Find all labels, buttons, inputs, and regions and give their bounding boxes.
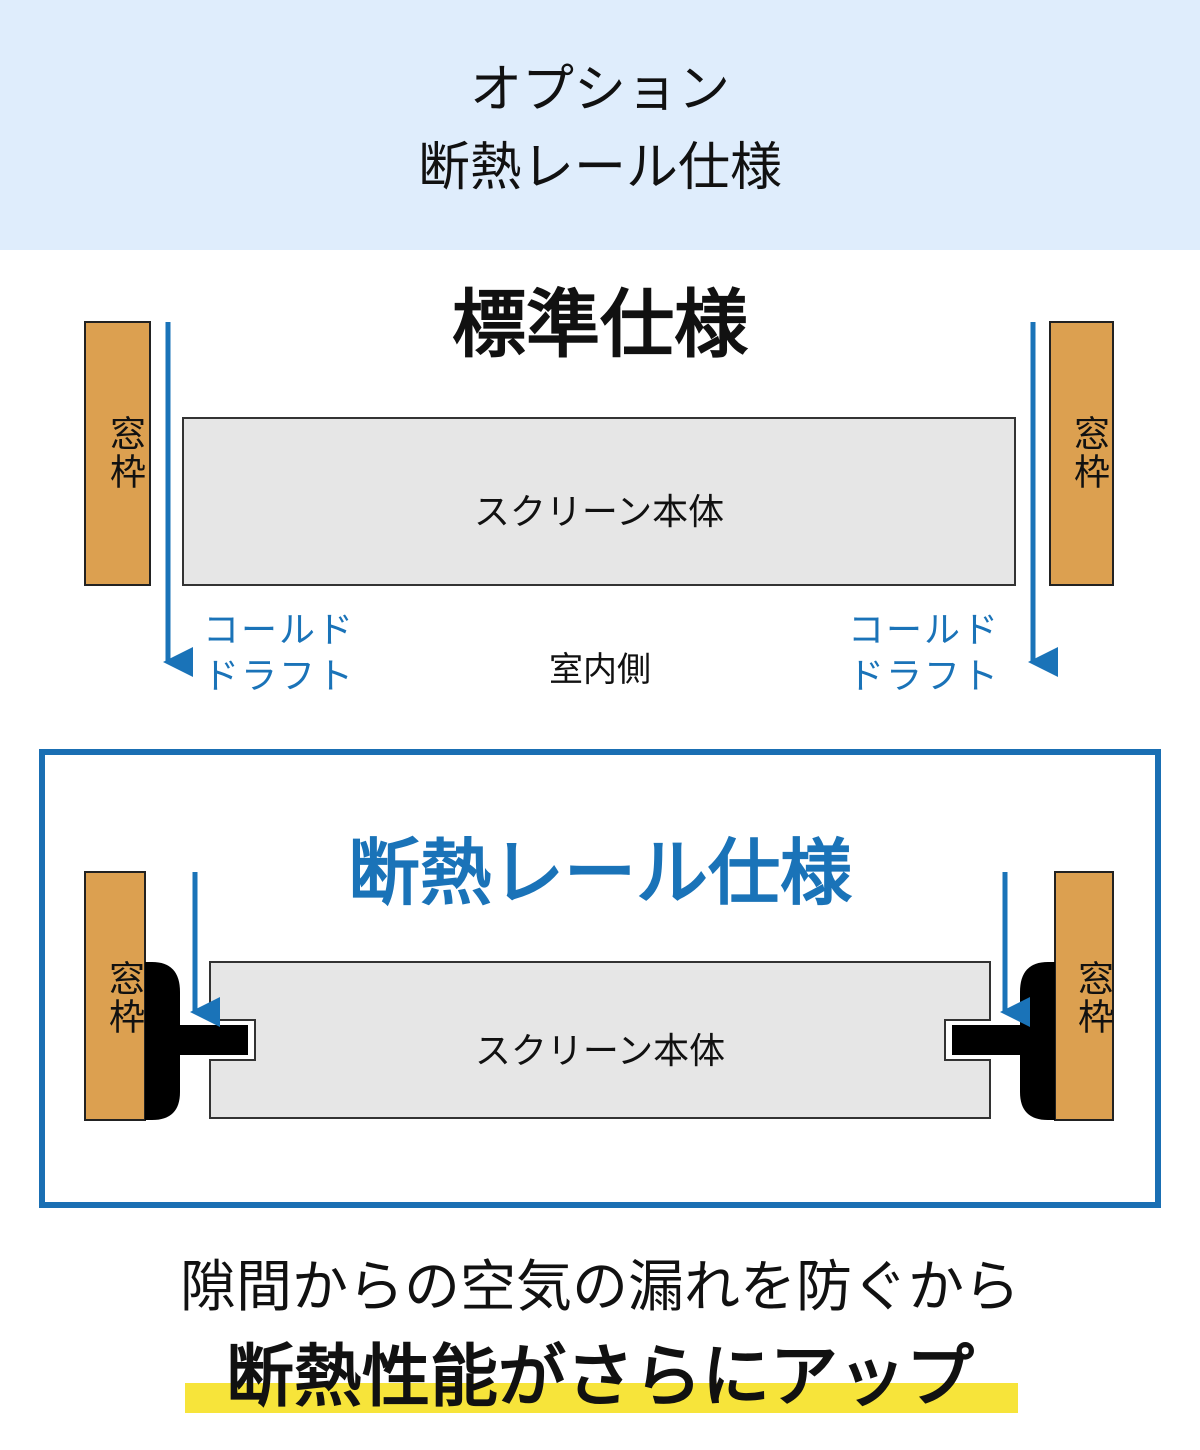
header-line1: オプション xyxy=(469,60,730,120)
standard-title: 標準仕様 xyxy=(452,282,748,368)
screen-label-2: スクリーン本体 xyxy=(474,1031,726,1072)
header-line2: 断熱レール仕様 xyxy=(417,138,782,198)
cold-draft-left-2: ドラフト xyxy=(203,656,356,697)
cold-draft-right-1: コールド xyxy=(848,610,1001,651)
window-frame-right xyxy=(1049,321,1114,586)
insulated-title: 断熱レール仕様 xyxy=(347,831,852,915)
highlight-bar xyxy=(185,1383,1018,1413)
frame-label-left: 窓枠 xyxy=(104,415,145,491)
cold-draft-right-2: ドラフト xyxy=(848,656,1001,697)
frame-label-right: 窓枠 xyxy=(1068,415,1109,491)
frame-label-left-2: 窓枠 xyxy=(103,960,144,1036)
screen-body xyxy=(182,417,1016,586)
frame-label-right-2: 窓枠 xyxy=(1072,960,1113,1036)
window-frame-left xyxy=(84,321,151,586)
footer-line1: 隙間からの空気の漏れを防ぐから xyxy=(180,1255,1020,1320)
screen-body-2 xyxy=(209,961,991,1119)
indoor-label: 室内側 xyxy=(549,650,651,690)
footer-line2: 断熱性能がさらにアップ xyxy=(225,1338,974,1417)
window-frame-right-2 xyxy=(1054,871,1114,1121)
header-band xyxy=(0,0,1200,250)
screen-label: スクリーン本体 xyxy=(473,492,725,533)
insulation-seal-left xyxy=(145,962,248,1120)
insulated-box xyxy=(39,749,1161,1208)
cold-draft-left-1: コールド xyxy=(203,610,356,651)
